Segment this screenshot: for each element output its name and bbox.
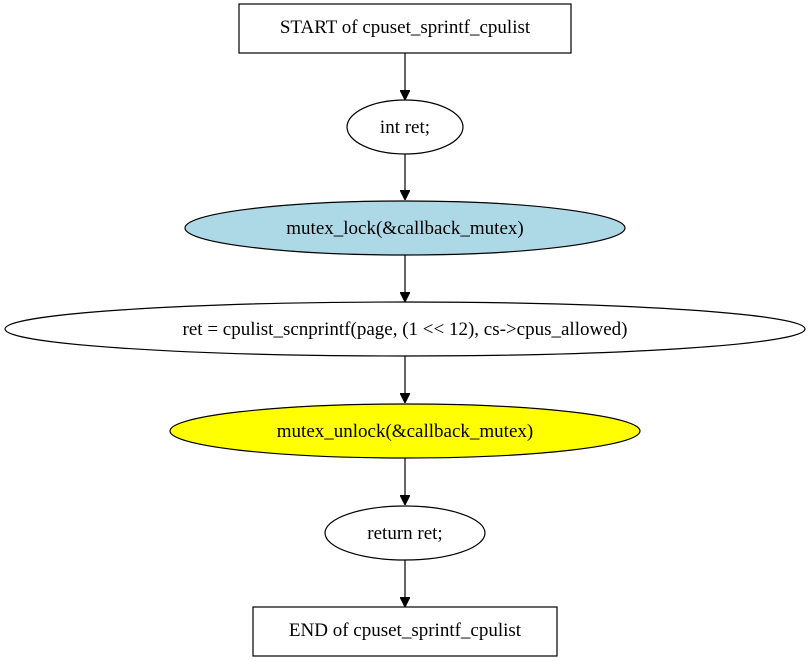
unlock-ellipse: [169, 403, 641, 459]
lock-node: mutex_lock(&callback_mutex): [184, 200, 626, 256]
lock-ellipse: [184, 200, 626, 256]
unlock-node: mutex_unlock(&callback_mutex): [169, 403, 641, 459]
ret-ellipse: [324, 505, 486, 561]
end-box: [252, 606, 558, 657]
decl-node: int ret;: [346, 99, 464, 155]
print-node: ret = cpulist_scnprintf(page, (1 << 12),…: [4, 301, 806, 357]
start-box: [238, 3, 572, 54]
end-label: END of cpuset_sprintf_cpulist: [289, 620, 522, 641]
ret-node: return ret;: [324, 505, 486, 561]
lock-label: mutex_lock(&callback_mutex): [286, 218, 523, 239]
end-node: END of cpuset_sprintf_cpulist: [252, 606, 558, 657]
unlock-label: mutex_unlock(&callback_mutex): [277, 421, 533, 442]
print-label: ret = cpulist_scnprintf(page, (1 << 12),…: [183, 319, 628, 340]
start-label: START of cpuset_sprintf_cpulist: [280, 17, 531, 38]
print-ellipse: [4, 301, 806, 357]
ret-label: return ret;: [367, 523, 442, 544]
decl-label: int ret;: [380, 117, 430, 138]
decl-ellipse: [346, 99, 464, 155]
start-node: START of cpuset_sprintf_cpulist: [238, 3, 572, 54]
